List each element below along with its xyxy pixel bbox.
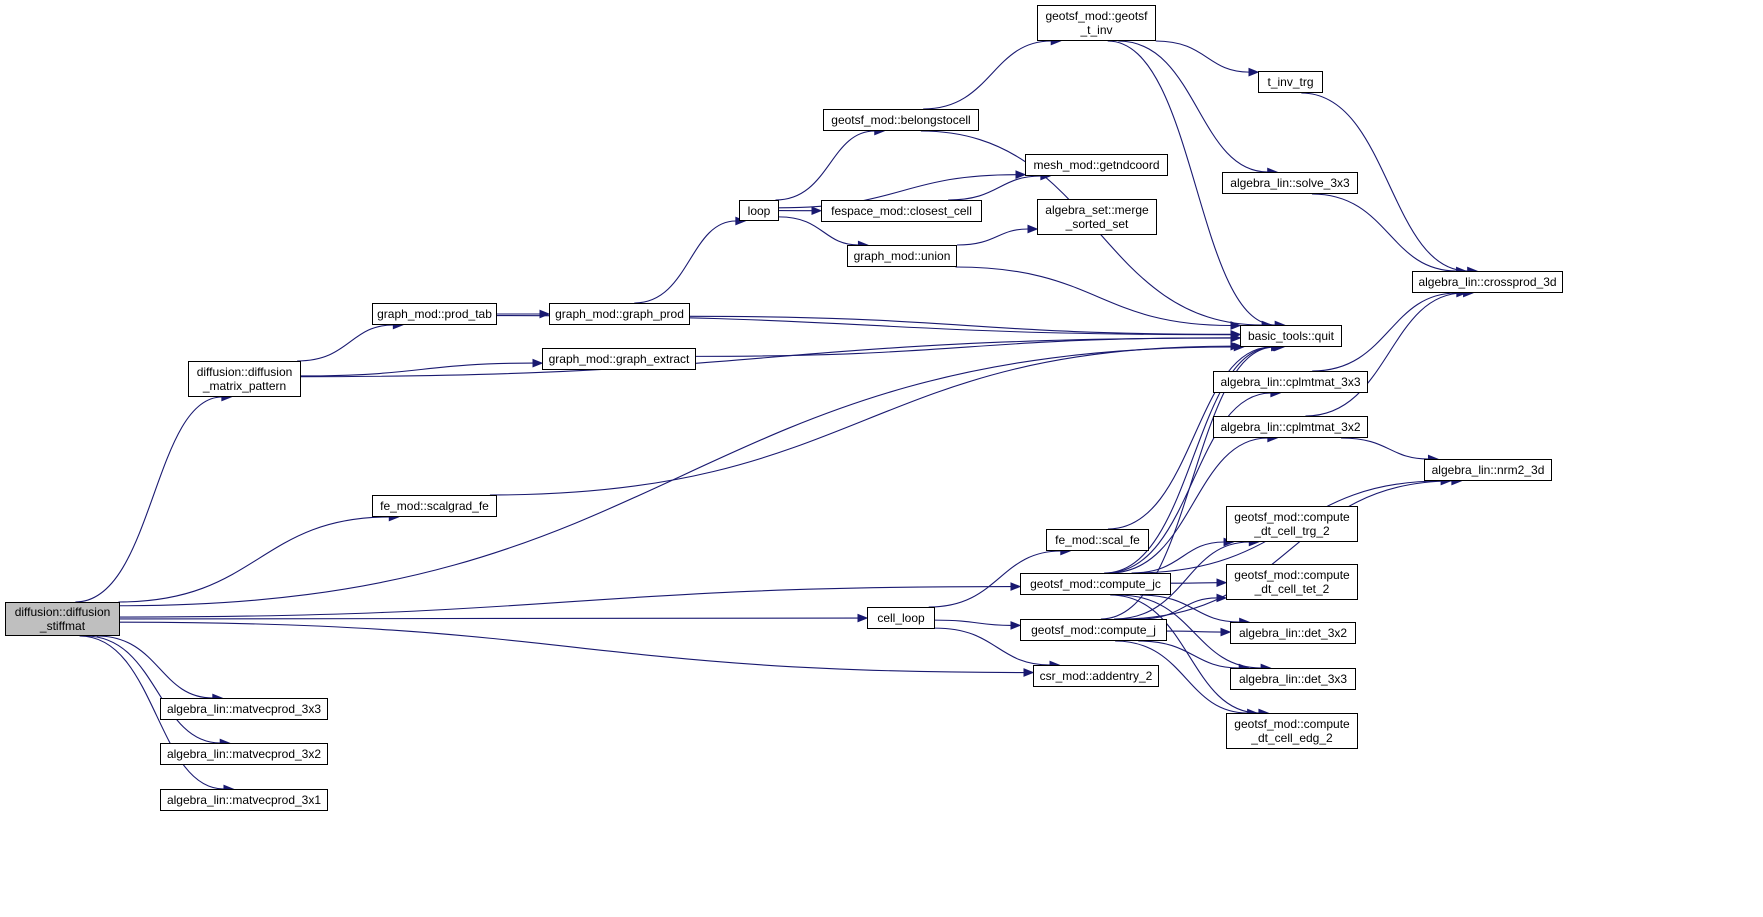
node-algebra-lin-solve-3x3[interactable]: algebra_lin::solve_3x3 <box>1222 172 1358 194</box>
arrowhead-cell_loop-to-compute_j <box>1010 621 1022 630</box>
edge-diffusion_stiffmat-to-fe_scalgrad_fe <box>118 516 390 603</box>
edge-geotsf_geotsf_t_inv-to-basic_tools_quit <box>1107 40 1276 326</box>
edge-compute_j-to-nrm2_3d <box>1120 480 1452 620</box>
edge-diffusion_stiffmat-to-matvecprod_3x3 <box>96 635 213 699</box>
edge-loop-to-mesh_getndcoord <box>778 174 1017 209</box>
arrowhead-graph_prod_tab-to-graph_graph_prod <box>539 309 551 319</box>
edge-compute_j-to-dt_cell_tet_2 <box>1138 597 1218 620</box>
node-geotsf-belongstocell[interactable]: geotsf_mod::belongstocell <box>823 109 979 131</box>
edge-diffusion_matrix_pattern-to-graph_prod_tab <box>297 324 394 362</box>
edge-diffusion_stiffmat-to-diffusion_matrix_pattern <box>75 396 222 603</box>
node-algebra-set-merge-sorted-set[interactable]: algebra_set::merge _sorted_set <box>1037 199 1157 235</box>
edge-compute_j-to-dt_cell_trg_2 <box>1114 541 1250 620</box>
edge-compute_jc-to-cplmtmat_3x2 <box>1109 437 1268 574</box>
node-basic-tools-quit[interactable]: basic_tools::quit <box>1240 325 1342 347</box>
node-algebra-lin-matvecprod-3x3[interactable]: algebra_lin::matvecprod_3x3 <box>160 698 328 720</box>
edge-cplmtmat_3x2-to-nrm2_3d <box>1341 437 1429 460</box>
node-algebra-lin-matvecprod-3x2[interactable]: algebra_lin::matvecprod_3x2 <box>160 743 328 765</box>
node-fe-scal-fe[interactable]: fe_mod::scal_fe <box>1046 529 1149 551</box>
edge-cplmtmat_3x3-to-crossprod_3d <box>1312 292 1457 372</box>
node-geotsf-geotsf-t-inv[interactable]: geotsf_mod::geotsf _t_inv <box>1037 5 1156 41</box>
arrowhead-graph_union-to-basic_tools_quit <box>1230 321 1242 330</box>
edge-solve_3x3-to-crossprod_3d <box>1311 193 1457 272</box>
edge-geotsf_geotsf_t_inv-to-t_inv_trg <box>1155 40 1250 73</box>
edge-compute_jc-to-dt_cell_tet_2 <box>1170 582 1218 584</box>
edge-diffusion_matrix_pattern-to-basic_tools_quit <box>300 337 1232 378</box>
edge-fespace_closest_cell-to-mesh_getndcoord <box>948 175 1041 201</box>
node-algebra-lin-cplmtmat-3x2[interactable]: algebra_lin::cplmtmat_3x2 <box>1213 416 1368 438</box>
edge-compute_jc-to-dt_cell_edg_2 <box>1110 594 1259 714</box>
edge-graph_union-to-algebra_set_merge_sorted_set <box>956 228 1029 246</box>
node-algebra-lin-cplmtmat-3x3[interactable]: algebra_lin::cplmtmat_3x3 <box>1213 371 1368 393</box>
edge-loop-to-graph_union <box>778 216 859 246</box>
arrowhead-diffusion_stiffmat-to-csr_addentry_2 <box>1023 668 1035 677</box>
edge-graph_graph_prod-to-basic_tools_quit <box>689 315 1232 335</box>
edge-geotsf_belongstocell-to-geotsf_geotsf_t_inv <box>923 40 1052 110</box>
node-compute-dt-cell-tet-2[interactable]: geotsf_mod::compute _dt_cell_tet_2 <box>1226 564 1358 600</box>
node-algebra-lin-det-3x3[interactable]: algebra_lin::det_3x3 <box>1230 668 1356 690</box>
arrowhead-compute_j-to-det_3x2 <box>1220 627 1232 637</box>
edge-geotsf_geotsf_t_inv-to-solve_3x3 <box>1118 40 1268 173</box>
node-mesh-getndcoord[interactable]: mesh_mod::getndcoord <box>1025 154 1168 176</box>
node-graph-prod-tab[interactable]: graph_mod::prod_tab <box>372 303 497 325</box>
edge-compute_j-to-det_3x2 <box>1166 630 1222 633</box>
edge-cplmtmat_3x2-to-crossprod_3d <box>1305 292 1464 417</box>
arrowhead-graph_graph_extract-to-basic_tools_quit <box>1230 333 1242 343</box>
edge-diffusion_stiffmat-to-compute_jc <box>119 586 1012 618</box>
edge-compute_j-to-dt_cell_edg_2 <box>1115 640 1248 714</box>
node-diffusion-stiffmat: diffusion::diffusion _stiffmat <box>5 602 120 636</box>
edge-t_inv_trg-to-crossprod_3d <box>1301 92 1468 272</box>
node-algebra-lin-nrm2-3d[interactable]: algebra_lin::nrm2_3d <box>1424 459 1552 481</box>
edge-cell_loop-to-compute_j <box>934 619 1012 626</box>
node-diffusion-matrix-pattern[interactable]: diffusion::diffusion _matrix_pattern <box>188 361 301 397</box>
node-fe-scalgrad-fe[interactable]: fe_mod::scalgrad_fe <box>372 495 497 517</box>
node-graph-union[interactable]: graph_mod::union <box>847 245 957 267</box>
edge-cell_loop-to-fe_scal_fe <box>928 550 1061 608</box>
edge-compute_jc-to-dt_cell_trg_2 <box>1131 541 1225 574</box>
node-loop[interactable]: loop <box>739 200 779 221</box>
edge-diffusion_stiffmat-to-matvecprod_3x1 <box>79 635 224 790</box>
arrowhead-loop-to-fespace_closest_cell <box>811 206 823 216</box>
edge-graph_graph_prod-to-loop <box>634 220 736 304</box>
arrowhead-diffusion_stiffmat-to-compute_jc <box>1010 582 1022 591</box>
node-fespace-closest-cell[interactable]: fespace_mod::closest_cell <box>821 200 982 222</box>
node-geotsf-compute-jc[interactable]: geotsf_mod::compute_jc <box>1020 573 1171 595</box>
edge-graph_graph_extract-to-basic_tools_quit <box>695 337 1232 357</box>
edge-loop-to-geotsf_belongstocell <box>775 130 875 201</box>
edge-graph_union-to-basic_tools_quit <box>955 266 1232 327</box>
edge-diffusion_stiffmat-to-csr_addentry_2 <box>119 621 1025 674</box>
node-graph-graph-prod[interactable]: graph_mod::graph_prod <box>549 303 690 325</box>
edge-diffusion_matrix_pattern-to-graph_graph_extract <box>300 362 534 377</box>
arrowhead-diffusion_stiffmat-to-cell_loop <box>857 613 869 623</box>
edge-fe_scal_fe-to-basic_tools_quit <box>1107 346 1272 530</box>
node-graph-graph-extract[interactable]: graph_mod::graph_extract <box>542 348 696 370</box>
node-compute-dt-cell-edg-2[interactable]: geotsf_mod::compute _dt_cell_edg_2 <box>1226 713 1358 749</box>
node-cell-loop[interactable]: cell_loop <box>867 607 935 629</box>
node-geotsf-compute-j[interactable]: geotsf_mod::compute_j <box>1020 619 1167 641</box>
node-algebra-lin-matvecprod-3x1[interactable]: algebra_lin::matvecprod_3x1 <box>160 789 328 811</box>
node-algebra-lin-det-3x2[interactable]: algebra_lin::det_3x2 <box>1230 622 1356 644</box>
arrowhead-compute_jc-to-dt_cell_tet_2 <box>1216 578 1228 588</box>
edge-diffusion_stiffmat-to-basic_tools_quit <box>119 346 1235 607</box>
edge-compute_jc-to-basic_tools_quit <box>1104 346 1274 574</box>
node-algebra-lin-crossprod-3d[interactable]: algebra_lin::crossprod_3d <box>1412 271 1563 293</box>
edge-compute_jc-to-cplmtmat_3x3 <box>1106 392 1271 574</box>
arrowhead-graph_union-to-algebra_set_merge_sorted_set <box>1027 224 1039 234</box>
arrowhead-fe_scalgrad_fe-to-basic_tools_quit <box>1230 341 1242 351</box>
node-csr-addentry-2[interactable]: csr_mod::addentry_2 <box>1033 665 1159 687</box>
edge-compute_j-to-det_3x3 <box>1138 640 1240 669</box>
edge-diffusion_stiffmat-to-matvecprod_3x2 <box>85 635 221 744</box>
arrowhead-geotsf_geotsf_t_inv-to-t_inv_trg <box>1248 67 1260 77</box>
edge-cell_loop-to-csr_addentry_2 <box>934 627 1051 666</box>
arrowhead-loop-to-mesh_getndcoord <box>1015 170 1027 179</box>
arrowhead-diffusion_matrix_pattern-to-graph_graph_extract <box>532 358 544 368</box>
edge-fe_scalgrad_fe-to-basic_tools_quit <box>489 345 1232 496</box>
node-t-inv-trg[interactable]: t_inv_trg <box>1258 71 1323 93</box>
edge-compute_j-to-basic_tools_quit <box>1100 346 1275 620</box>
node-compute-dt-cell-trg-2[interactable]: geotsf_mod::compute _dt_cell_trg_2 <box>1226 506 1358 542</box>
edge-diffusion_stiffmat-to-cell_loop <box>119 617 859 620</box>
